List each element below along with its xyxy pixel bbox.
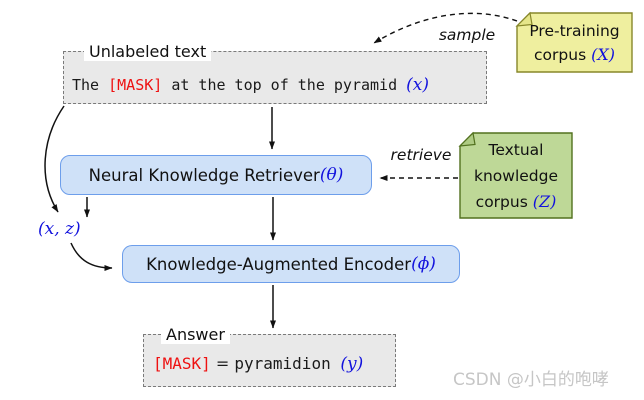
variable-theta: (θ) xyxy=(319,165,344,185)
pretraining-corpus-note: Pre-training corpus (X) xyxy=(517,13,632,72)
mask-token: [MASK] xyxy=(108,76,163,94)
variable-phi: (ϕ) xyxy=(411,254,436,274)
arrow-sample-dashed xyxy=(373,12,518,44)
answer-box-label: Answer xyxy=(161,325,230,344)
folded-corner-icon xyxy=(458,131,476,147)
arrow-unlabeled-to-xz xyxy=(44,105,65,213)
retrieve-arrow-label: retrieve xyxy=(390,146,452,164)
variable-y: (y) xyxy=(340,354,364,374)
encoder-title: Knowledge-Augmented Encoder xyxy=(146,254,412,274)
knowledge-line3: corpus (Z) xyxy=(476,189,557,215)
equals-sign: = xyxy=(210,354,235,373)
pretraining-line2: corpus (X) xyxy=(534,43,615,67)
answer-box: Answer [MASK] = pyramidion (y) xyxy=(143,325,396,387)
sample-arrow-label: sample xyxy=(438,26,496,44)
variable-x: (x) xyxy=(406,75,430,95)
unlabeled-text-content: The [MASK] at the top of the pyramid (x) xyxy=(72,75,429,95)
xz-label: (x, z) xyxy=(38,219,81,239)
arrow-xz-to-encoder xyxy=(70,242,113,271)
knowledge-line2: knowledge xyxy=(473,166,559,185)
unlabeled-text-box: Unlabeled text The [MASK] at the top of … xyxy=(63,42,487,104)
knowledge-line1: Textual xyxy=(488,140,544,159)
sentence-suffix: at the top of the pyramid xyxy=(162,76,407,94)
retriever-title: Neural Knowledge Retriever xyxy=(88,165,320,185)
knowledge-corpus-note: Textual knowledge corpus (Z) xyxy=(460,133,572,218)
mask-token: [MASK] xyxy=(153,354,211,373)
variable-corpus-z: (Z) xyxy=(532,191,557,211)
sentence-prefix: The xyxy=(72,76,109,94)
answer-value: pyramidion xyxy=(234,354,341,373)
watermark: CSDN @小白的咆哮 xyxy=(453,370,609,390)
variable-corpus-x: (X) xyxy=(591,44,615,64)
encoder-box: Knowledge-Augmented Encoder (ϕ) xyxy=(122,245,460,283)
retriever-box: Neural Knowledge Retriever (θ) xyxy=(60,155,372,195)
knowledge-corpus-note-shape xyxy=(458,131,573,219)
answer-content: [MASK] = pyramidion (y) xyxy=(153,354,363,374)
pretraining-line1: Pre-training xyxy=(529,21,620,40)
knowledge-corpus-word: corpus xyxy=(475,192,533,211)
unlabeled-text-box-label: Unlabeled text xyxy=(84,42,212,61)
pretraining-corpus-note-shape xyxy=(515,11,633,73)
pretraining-corpus-word: corpus xyxy=(534,45,592,64)
folded-corner-icon xyxy=(515,11,533,27)
